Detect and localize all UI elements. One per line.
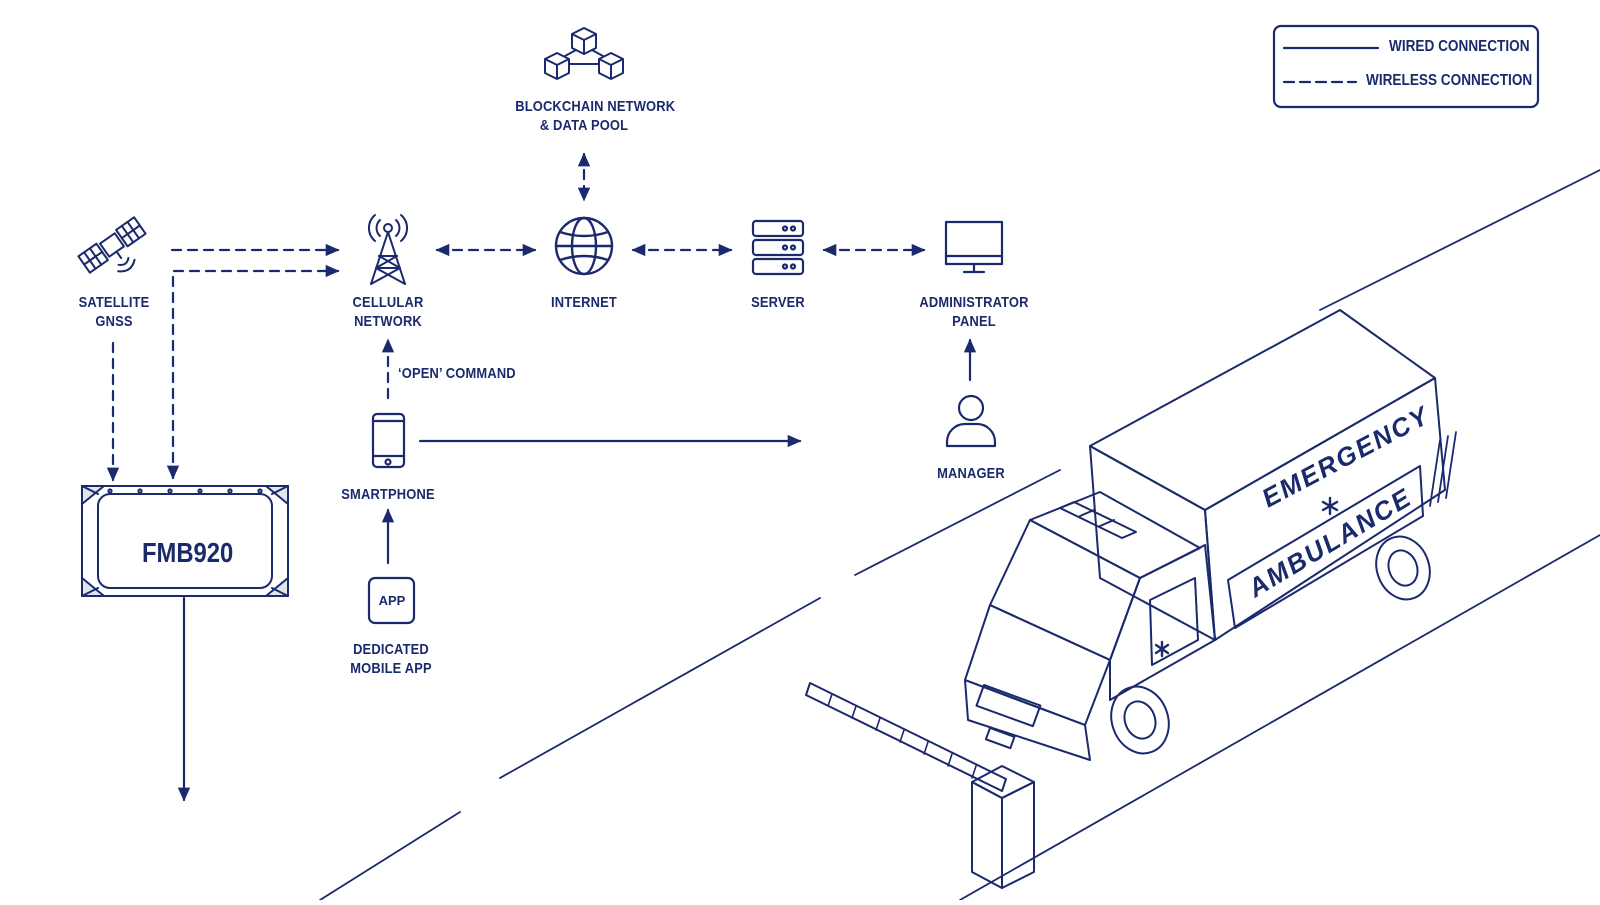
cell-tower-icon [368,214,408,285]
person-icon [945,394,997,448]
device-to-cell-link [166,264,340,480]
internet-label: INTERNET [551,294,617,311]
ambulance-vehicle: EMERGENCY AMBULANCE [964,309,1457,761]
admin-panel-label: ADMINISTRATOR PANEL [919,294,1029,330]
legend-wired-label: WIRED CONNECTION [1389,38,1530,55]
blockchain-label: BLOCKCHAIN NETWORK & DATA POOL [515,98,676,134]
wireless-connections [106,152,926,482]
device-label: FMB920 [141,537,234,568]
wired-connections [177,338,977,802]
blockchain-cubes-icon [544,27,624,80]
monitor-icon [944,220,1004,274]
globe-icon [554,216,614,276]
mobile-app-label: DEDICATED MOBILE APP [350,641,432,677]
server-rack-icon [751,219,805,276]
app-icon [367,576,416,625]
legend-box [1272,24,1540,109]
smartphone-icon [371,412,406,469]
server-label: SERVER [751,294,805,311]
road [319,169,1600,901]
legend-wireless-label: WIRELESS CONNECTION [1366,72,1533,89]
cellular-label: CELLULAR NETWORK [352,294,424,330]
app-icon-text: APP [378,593,406,608]
smartphone-label: SMARTPHONE [341,486,435,503]
fmb920-device [81,485,289,597]
satellite-icon [77,216,147,274]
open-command-label: ‘OPEN’ COMMAND [398,365,516,382]
satellite-label: SATELLITE GNSS [78,294,150,330]
manager-label: MANAGER [937,465,1005,482]
barrier-gate [805,682,1035,889]
